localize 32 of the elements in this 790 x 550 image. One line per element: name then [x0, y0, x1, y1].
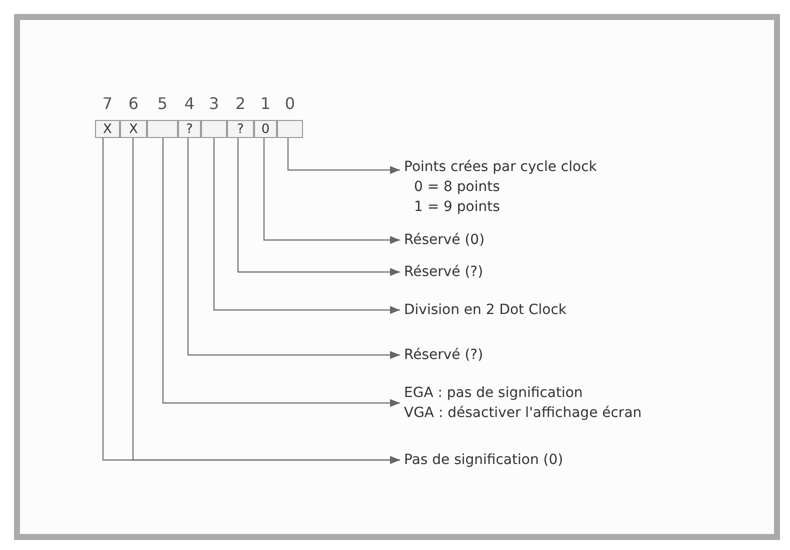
bit-cell: ? [227, 120, 254, 138]
field-description: Réservé (0) [404, 231, 485, 250]
bit-cell [147, 120, 178, 138]
arrow [187, 138, 400, 359]
bit-cell: X [95, 120, 120, 138]
bit-cell: X [120, 120, 147, 138]
bit-number: 2 [234, 94, 247, 113]
bit-number: 3 [208, 94, 220, 113]
arrow [213, 138, 400, 314]
arrow [263, 138, 400, 244]
bit-cell [277, 120, 303, 138]
field-description: VGA : désactiver l'affichage écran [404, 404, 642, 423]
field-description: Réservé (?) [404, 263, 484, 282]
arrow [162, 138, 400, 407]
bit-cell: 0 [254, 120, 277, 138]
bit-number: 1 [259, 94, 272, 113]
bit-cell: ? [178, 120, 201, 138]
bit-cell [201, 120, 227, 138]
field-description: Points crées par cycle clock [404, 158, 597, 177]
bit-number: 7 [101, 94, 114, 113]
field-description: Division en 2 Dot Clock [404, 301, 567, 320]
field-description: Pas de signification (0) [404, 451, 564, 470]
bit-number: 5 [156, 94, 169, 113]
bit-number: 4 [183, 94, 196, 113]
field-description: EGA : pas de signification [404, 384, 584, 403]
field-description: Réservé (?) [404, 346, 484, 365]
arrow [237, 138, 400, 276]
bit-number: 0 [284, 94, 296, 113]
arrow [287, 138, 400, 174]
value-note: 0 = 8 points [413, 178, 501, 197]
value-note: 1 = 9 points [413, 198, 501, 217]
bit-number: 6 [127, 94, 140, 113]
